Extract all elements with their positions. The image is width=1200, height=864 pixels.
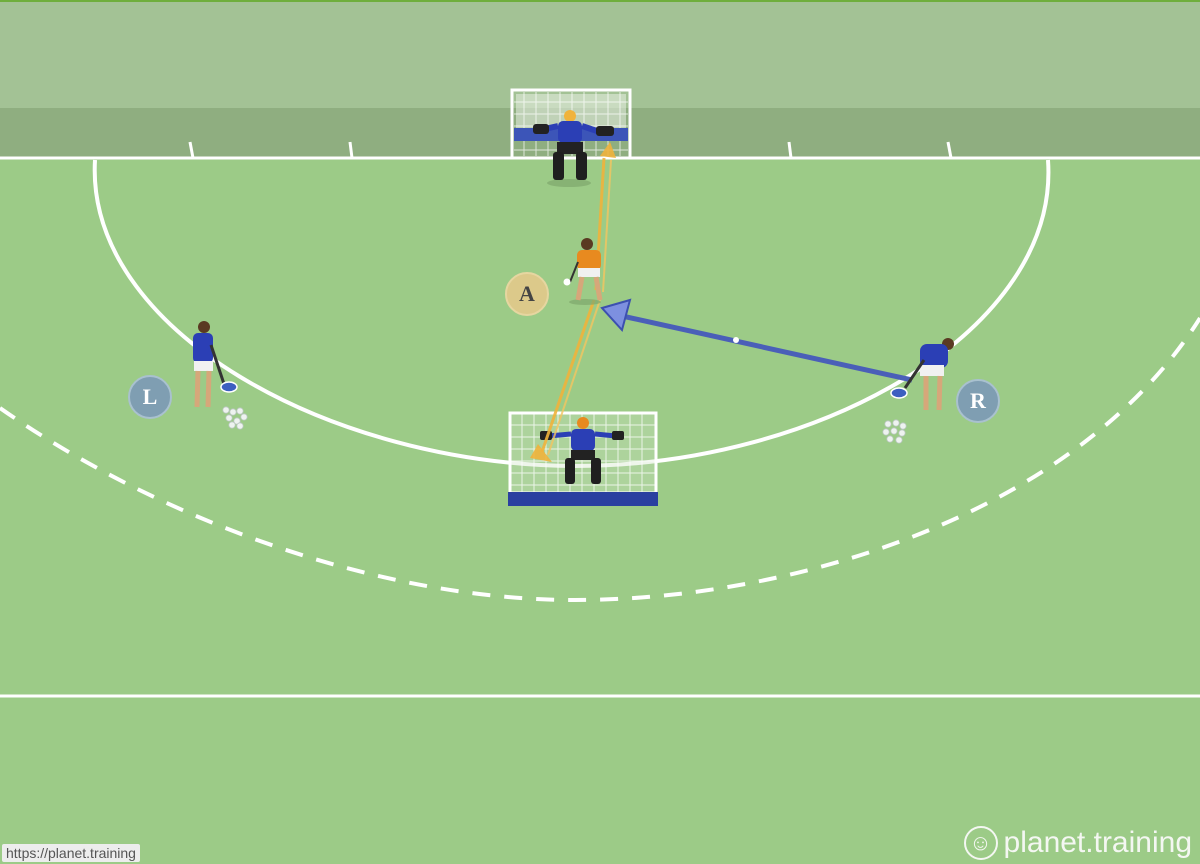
player-right	[890, 338, 954, 411]
planet-training-logo-icon: ☺	[963, 826, 998, 860]
back-line-tick	[348, 141, 354, 159]
marker-l: L	[128, 375, 172, 419]
watermark-url[interactable]: https://planet.training	[2, 844, 140, 862]
watermark-brand: ☺ planet.training	[963, 826, 1192, 860]
back-line-tick	[188, 141, 195, 159]
goalkeeper-top	[533, 110, 614, 187]
marker-a: A	[505, 272, 549, 316]
player-left	[193, 321, 238, 408]
attacker-player	[563, 238, 603, 305]
backdrop-sky	[0, 0, 1200, 108]
ball-pile-right	[882, 419, 907, 444]
marker-r: R	[956, 379, 1000, 423]
back-line-tick	[787, 141, 793, 159]
goalkeeper-bottom	[540, 417, 624, 484]
shot-paths	[530, 142, 616, 462]
pass-arrow	[600, 298, 913, 383]
watermark-brand-text: planet.training	[1003, 826, 1192, 859]
dashed-outer-circle	[0, 316, 1200, 603]
ball-pile-left	[222, 406, 248, 430]
back-line-tick	[946, 141, 953, 159]
